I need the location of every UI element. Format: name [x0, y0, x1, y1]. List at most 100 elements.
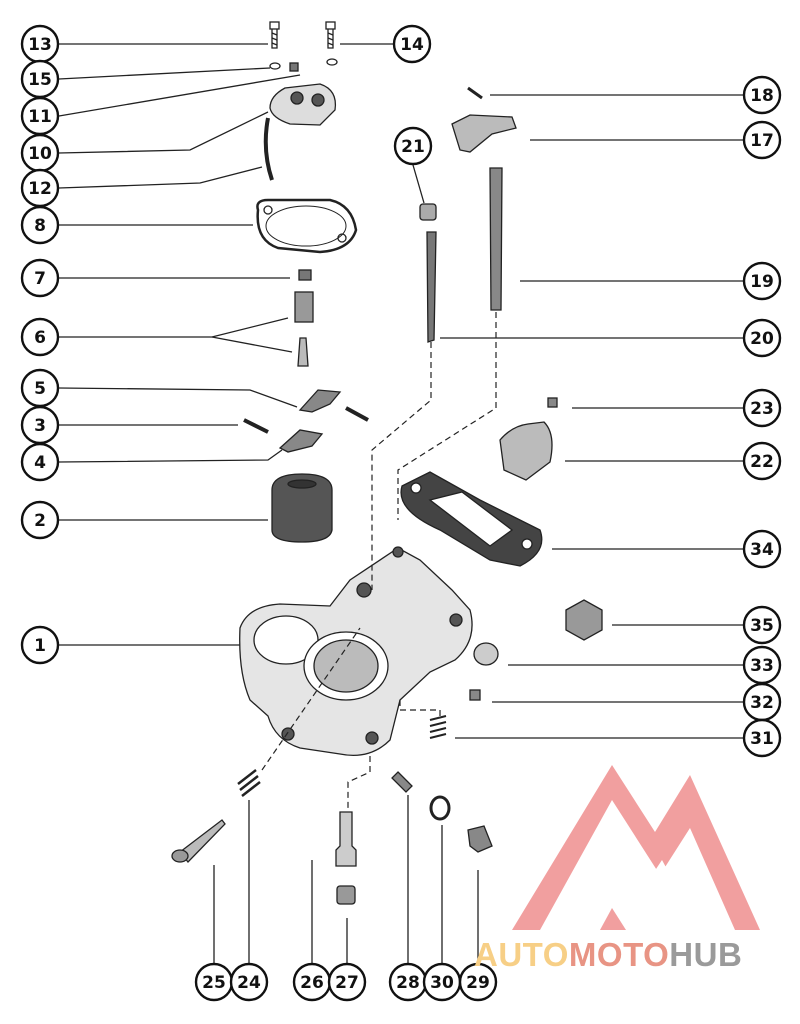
callout-number: 3 [34, 416, 46, 436]
callout-number: 27 [335, 973, 359, 993]
callout-5: 5 [20, 368, 298, 408]
callout-circle [229, 962, 269, 1002]
callout-35: 35 [612, 605, 782, 645]
callout-circle [20, 317, 60, 357]
callout-circle [20, 500, 60, 540]
spring-31 [429, 715, 447, 739]
callout-circle [327, 962, 367, 1002]
callout-number: 7 [34, 269, 46, 289]
rod-20 [426, 231, 437, 343]
callout-number: 15 [28, 70, 52, 90]
callout-number: 30 [430, 973, 454, 993]
washer-30 [429, 795, 451, 821]
callout-4: 4 [20, 442, 283, 482]
callout-number: 17 [750, 131, 774, 151]
callout-1: 1 [20, 625, 240, 665]
callout-number: 34 [750, 540, 774, 560]
callout-17: 17 [530, 120, 782, 160]
callout-number: 19 [750, 272, 774, 292]
cover-10 [269, 83, 337, 126]
callout-number: 22 [750, 452, 774, 472]
callout-10: 10 [20, 111, 269, 173]
callout-number: 10 [28, 144, 52, 164]
callout-33: 33 [508, 645, 782, 685]
pin-3b [345, 406, 369, 422]
callout-number: 6 [34, 328, 46, 348]
assembly-lines [261, 312, 497, 812]
callout-26: 26 [292, 860, 332, 1002]
callout-circle [20, 442, 60, 482]
watermark-moto: MOTO [568, 936, 670, 973]
watermark-logo [512, 765, 760, 930]
callout-number: 25 [202, 973, 226, 993]
callout-18: 18 [490, 75, 782, 115]
callout-circle [742, 605, 782, 645]
screw-18 [467, 86, 483, 100]
callout-number: 13 [28, 35, 52, 55]
leader-line [58, 74, 301, 117]
watermark-hub: HUB [669, 936, 743, 973]
leader-line [58, 166, 263, 189]
callout-number: 35 [750, 616, 774, 636]
callout-number: 32 [750, 693, 774, 713]
callout-28: 28 [388, 795, 428, 1002]
callout-number: 5 [34, 379, 46, 399]
callout-number: 29 [466, 973, 490, 993]
spring-24 [237, 769, 261, 797]
callout-circle [20, 205, 60, 245]
lever-17 [451, 114, 517, 153]
callout-23: 23 [572, 388, 782, 428]
screw-32 [469, 689, 481, 701]
callout-circle [742, 441, 782, 481]
nut-35 [565, 599, 603, 641]
needle-seat-6 [294, 291, 314, 367]
callout-circle [742, 318, 782, 358]
disc-33 [473, 642, 499, 666]
callout-27: 27 [327, 918, 367, 1002]
callout-number: 21 [401, 137, 425, 157]
screw-13 [269, 21, 280, 49]
callout-circle [742, 388, 782, 428]
shaft-19 [489, 167, 503, 311]
callout-circle [20, 258, 60, 298]
callout-number: 1 [34, 636, 46, 656]
callout-circle [742, 529, 782, 569]
float-arm-5 [298, 389, 342, 413]
screw-14 [325, 21, 336, 49]
pin-3 [243, 418, 269, 434]
callout-number: 11 [28, 107, 52, 127]
washer-15b [326, 58, 338, 66]
callout-number: 24 [237, 973, 261, 993]
watermark-auto: AUTO [474, 936, 569, 973]
callout-2: 2 [20, 500, 268, 540]
screw-11 [289, 62, 299, 72]
callout-3: 3 [20, 405, 238, 445]
callout-circle [742, 261, 782, 301]
leader-line [58, 449, 283, 463]
callout-19: 19 [520, 261, 782, 301]
callout-32: 32 [492, 682, 782, 722]
callout-number: 12 [28, 179, 52, 199]
needle-25 [171, 819, 226, 863]
callout-21: 21 [393, 126, 433, 204]
callout-circle [393, 126, 433, 166]
callout-circle [458, 962, 498, 1002]
gasket-8 [256, 198, 358, 254]
callout-number: 8 [34, 216, 46, 236]
callout-number: 26 [300, 973, 324, 993]
screw-23 [547, 397, 558, 408]
callout-number: 23 [750, 399, 774, 419]
callout-number: 2 [34, 511, 46, 531]
callout-15: 15 [20, 59, 271, 99]
callout-25: 25 [194, 865, 234, 1002]
jet-27 [336, 885, 356, 905]
leader-line [412, 164, 425, 204]
callout-30: 30 [422, 825, 462, 1002]
watermark-text: AUTOMOTOHUB [474, 936, 794, 976]
carburetor-body-1 [239, 546, 473, 757]
gasket-34 [400, 471, 543, 567]
callout-22: 22 [565, 441, 782, 481]
callout-circle [20, 625, 60, 665]
leader-line [211, 336, 293, 353]
